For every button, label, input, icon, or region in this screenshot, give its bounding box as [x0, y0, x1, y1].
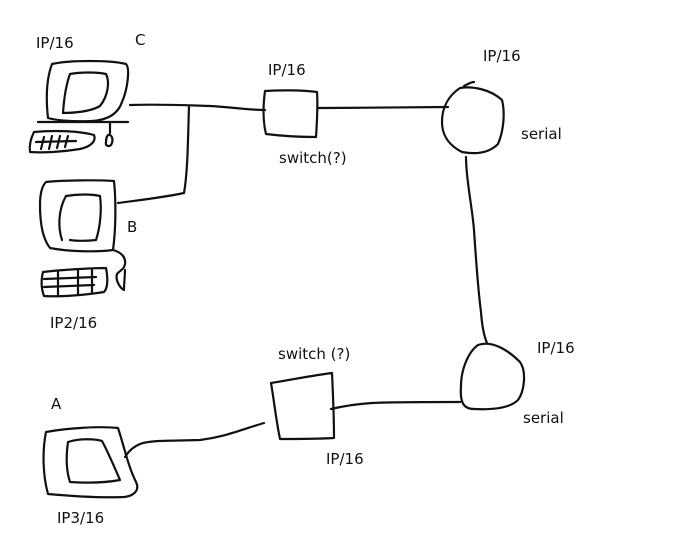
switch-bottom-label: switch (?) — [278, 345, 351, 363]
computer-c-key-1 — [39, 135, 46, 151]
computer-b-name: B — [127, 218, 138, 236]
switch-top-label: switch(?) — [279, 149, 347, 167]
computer-a-screen-icon — [65, 438, 122, 484]
computer-c — [28, 59, 130, 154]
computer-b-monitor-icon — [38, 179, 117, 253]
link-b-to-switch-top — [116, 104, 191, 205]
router-top-tick-icon — [462, 80, 476, 88]
router-bottom-icon — [459, 342, 526, 411]
computer-a-address: IP3/16 — [57, 509, 105, 527]
router-bottom-link-label: serial — [523, 409, 564, 427]
link-router-top-to-router-bottom-serial — [464, 155, 489, 345]
router-top-icon — [440, 86, 505, 155]
computer-b-stand-icon — [111, 248, 127, 292]
link-switch-bottom-to-a — [123, 421, 266, 459]
computer-c-screen-icon — [61, 71, 110, 115]
computer-b-screen-icon — [58, 193, 102, 242]
computer-c-key-row — [34, 139, 78, 144]
router-top-link-label: serial — [521, 125, 562, 143]
computer-c-keyboard-icon — [28, 129, 96, 154]
computer-b-address: IP2/16 — [50, 314, 98, 332]
computer-a-name: A — [51, 395, 62, 413]
computer-a-monitor-icon — [42, 426, 139, 499]
computer-b-key-row-1 — [42, 275, 98, 281]
link-router-bottom-to-switch-bottom — [329, 400, 462, 411]
computer-c-name: C — [135, 31, 146, 49]
computer-c-address: IP/16 — [36, 34, 74, 52]
link-c-to-switch-top — [128, 103, 267, 112]
switch-bottom-address: IP/16 — [326, 450, 364, 468]
switch-top-icon — [262, 89, 319, 139]
computer-b — [38, 179, 127, 298]
computer-b-key-row-2 — [42, 283, 96, 289]
computer-b-keyboard-icon — [40, 266, 109, 298]
router-top-address: IP/16 — [483, 47, 521, 65]
computer-c-monitor-icon — [45, 59, 130, 123]
link-switch-top-to-router-top — [316, 105, 450, 110]
switch-top-address: IP/16 — [268, 61, 306, 79]
router-bottom-address: IP/16 — [537, 339, 575, 357]
computer-c-mouse-icon — [104, 133, 114, 148]
computer-a — [42, 426, 139, 499]
switch-bottom-icon — [269, 371, 336, 441]
